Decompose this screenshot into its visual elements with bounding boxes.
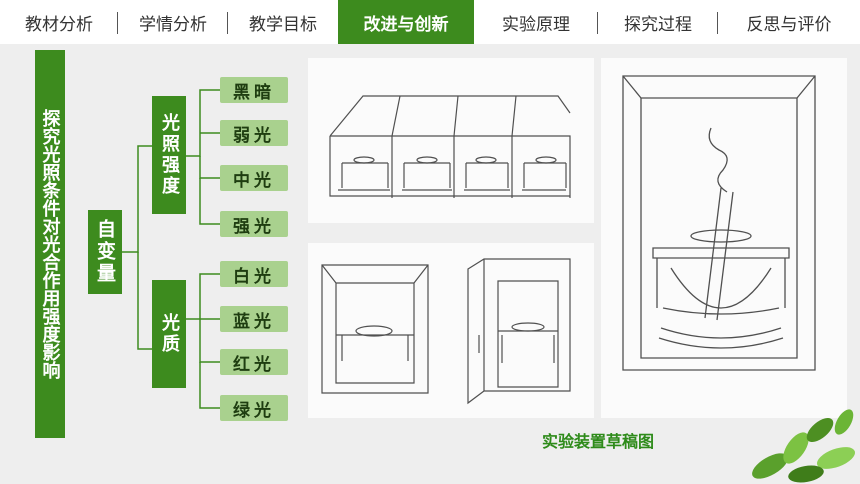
tab-label: 改进与创新 (363, 14, 449, 35)
tab-improvement-innovation[interactable]: 改进与创新 (338, 0, 474, 44)
branch-light-quality: 光质 (152, 280, 186, 388)
tab-separator (717, 12, 718, 34)
tab-label: 实验原理 (502, 14, 570, 35)
tab-learner-analysis[interactable]: 学情分析 (118, 0, 228, 44)
tab-separator (597, 12, 598, 34)
root-node: 自变量 (88, 210, 122, 294)
tab-separator (117, 12, 118, 34)
sketch-four-boxes (308, 58, 594, 223)
tab-label: 教学目标 (249, 14, 317, 35)
tab-separator (227, 12, 228, 34)
tab-label: 反思与评价 (746, 14, 832, 35)
top-nav: 教材分析 学情分析 教学目标 改进与创新 实验原理 探究过程 反思与评价 (0, 0, 860, 44)
decorative-leaves-icon (752, 409, 856, 483)
sketch-caption: 实验装置草稿图 (541, 432, 654, 451)
tab-label: 教材分析 (25, 14, 93, 35)
tab-label: 学情分析 (139, 14, 207, 35)
branch-light-intensity: 光照强度 (152, 96, 186, 214)
tab-teaching-goals[interactable]: 教学目标 (228, 0, 338, 44)
leaf-strong-light: 强光 (220, 211, 288, 237)
leaf-white-light: 白光 (220, 261, 288, 287)
leaf-red-light: 红光 (220, 349, 288, 375)
leaf-blue-light: 蓝光 (220, 306, 288, 332)
sketch-tall-device-drawing (622, 75, 816, 371)
diagram-title: 探究光照条件对光合作用强度影响 (35, 50, 65, 438)
tab-experiment-principle[interactable]: 实验原理 (474, 0, 598, 44)
sketch-four-boxes-drawing (329, 95, 571, 198)
sketch-tall-device (601, 58, 847, 418)
leaf-dark: 黑暗 (220, 77, 288, 103)
sketch-two-boxes (308, 243, 594, 418)
tab-reflection-evaluation[interactable]: 反思与评价 (718, 0, 860, 44)
sketch-two-boxes-drawing (321, 258, 571, 405)
tab-inquiry-process[interactable]: 探究过程 (598, 0, 718, 44)
leaf-weak-light: 弱光 (220, 120, 288, 146)
tab-label: 探究过程 (624, 14, 692, 35)
leaf-medium-light: 中光 (220, 165, 288, 191)
leaf-green-light: 绿光 (220, 395, 288, 421)
tab-textbook-analysis[interactable]: 教材分析 (0, 0, 118, 44)
